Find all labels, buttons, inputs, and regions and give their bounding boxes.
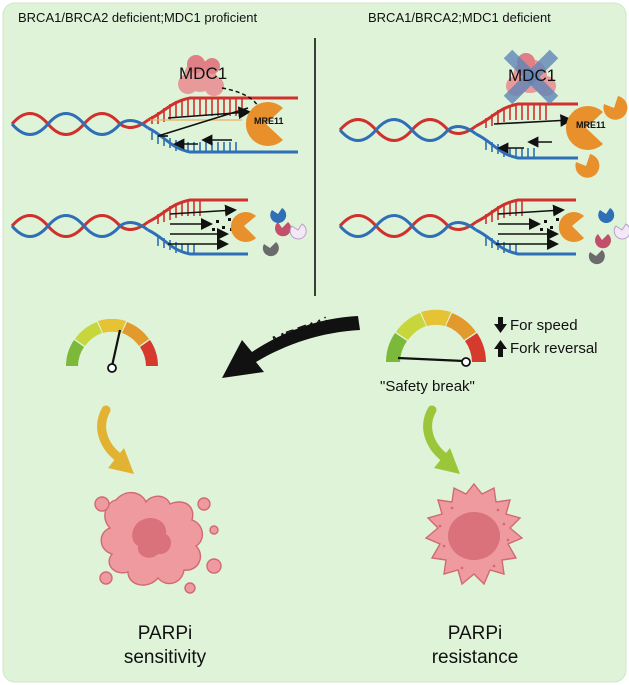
mre11-label-left: MRE11: [254, 116, 284, 126]
replication-fork-right-top: [338, 102, 578, 160]
mre11-label-right: MRE11: [576, 120, 606, 130]
reversal-up-arrow-icon: [494, 340, 507, 357]
mdc1-protein-right-crossed: [503, 49, 559, 105]
fragmented-cell: [94, 492, 222, 594]
replication-fork-left-bottom: [10, 198, 307, 257]
outcome-left-line1: PARPi: [137, 623, 193, 644]
replication-fork-left-top: [10, 96, 298, 154]
arrow-to-resistance: [423, 405, 460, 474]
mre11-proteins-right: [565, 96, 628, 178]
mdc1-label-left: MDC1: [179, 64, 228, 83]
intact-cell: [424, 482, 524, 586]
right-panel-header: BRCA1/BRCA2;MDC1 deficient: [368, 10, 551, 25]
outcome-right-line2: resistance: [431, 647, 519, 668]
speed-gauge-right: [386, 309, 486, 367]
left-panel-header: BRCA1/BRCA2 deficient;MDC1 proficient: [18, 10, 258, 25]
outcome-right-line1: PARPi: [447, 623, 503, 644]
fork-reversal-label: Fork reversal: [510, 340, 598, 357]
speed-gauge-left: [66, 318, 158, 373]
arrow-to-sensitivity: [97, 405, 134, 474]
safety-break-label: "Safety break": [380, 378, 475, 395]
mdc1-label-right: MDC1: [508, 66, 557, 85]
speed-down-arrow-icon: [494, 317, 507, 333]
mre11-protein-left: [245, 102, 283, 147]
for-speed-label: For speed: [510, 317, 578, 334]
outcome-left-line2: sensitivity: [123, 647, 207, 668]
replication-fork-right-bottom: [338, 198, 629, 265]
mre11-inhibitor-arrow: [222, 316, 360, 378]
